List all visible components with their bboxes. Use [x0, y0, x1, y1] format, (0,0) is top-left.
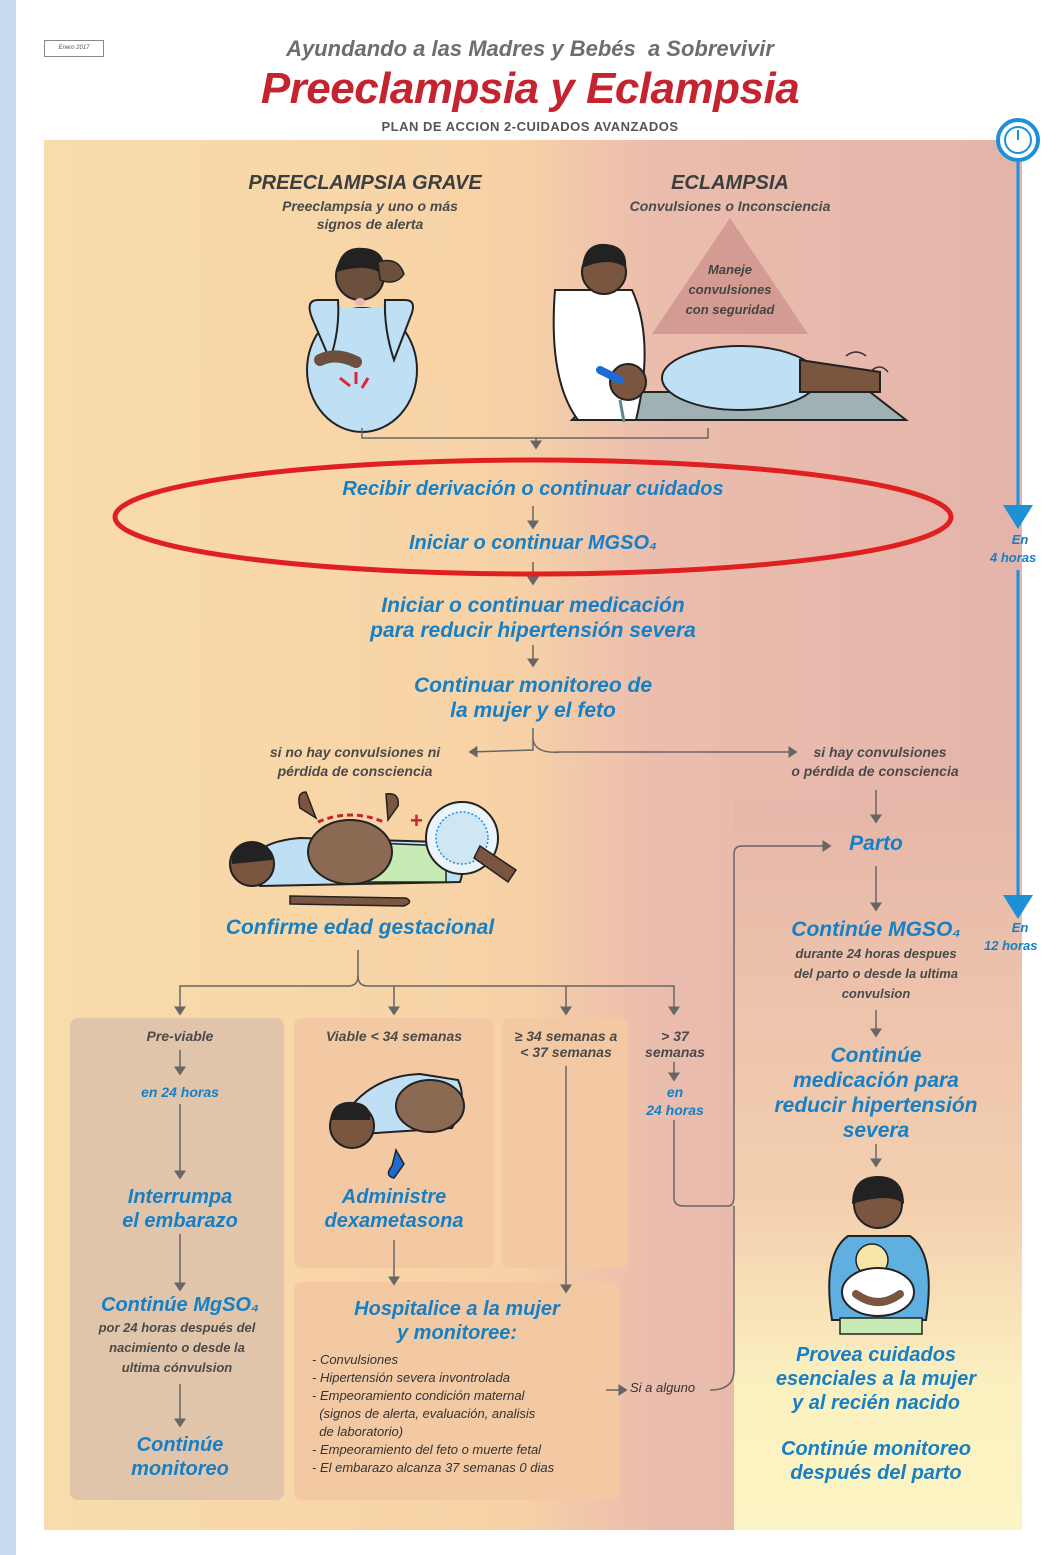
hospital-item-5: de laboratorio) [312, 1424, 404, 1439]
care-1: Provea cuidados [795, 1344, 957, 1366]
supertitle: Ayundando a las Madres y Bebés a Sobrevi… [286, 36, 774, 61]
col1-mgso4-title: Continúe MgSO₄ [101, 1294, 259, 1316]
col1-monitor-1: Continúe [136, 1434, 224, 1456]
interrupt-pregnancy-2: el embarazo [122, 1210, 238, 1232]
page-subtitle: PLAN DE ACCION 2-CUIDADOS AVANZADOS [381, 119, 679, 134]
step-hypertension-2: para reducir hipertensión severa [370, 619, 696, 642]
hospital-title-1: Hospitalice a la mujer [354, 1298, 560, 1320]
term-label-1: > 37 [661, 1028, 689, 1044]
term-time-1: en [666, 1084, 684, 1100]
warning-text-2: convulsiones [688, 282, 772, 297]
timeline-label-4h-2: 4 horas [990, 550, 1037, 565]
step-hypertension-1: Iniciar o continuar medicación [381, 594, 685, 617]
preeclampsia-title: PREECLAMPSIA GRAVE [248, 172, 482, 194]
late-preterm-panel [502, 1018, 628, 1268]
step-receive-referral: Recibir derivación o continuar cuidados [342, 478, 724, 500]
confirm-gestational-age: Confirme edad gestacional [225, 916, 495, 939]
branch-no-convulsions-1: si no hay convulsiones ni [269, 744, 441, 760]
postpartum-monitor-1: Continúe monitoreo [781, 1438, 971, 1460]
postpartum-monitor-2: después del parto [790, 1462, 962, 1484]
right-med-4: severa [842, 1119, 910, 1142]
late-preterm-label-2: < 37 semanas [520, 1044, 612, 1060]
nurse-convulsion-illustration [552, 243, 909, 423]
dexamethasone-illustration [329, 1072, 465, 1179]
date-box: Enero 2017 [44, 40, 104, 57]
hospital-title-2: y monitoree: [396, 1322, 518, 1344]
late-preterm-label-1: ≥ 34 semanas a [514, 1028, 618, 1044]
step-monitor-2: la mujer y el feto [450, 699, 616, 722]
date-label: Enero 2017 [58, 45, 90, 51]
warning-text-1: Maneje [707, 262, 753, 277]
page-title: Preeclampsia y Eclampsia [260, 64, 800, 113]
right-med-3: reducir hipertensión [774, 1094, 978, 1117]
hospital-panel [294, 1282, 620, 1500]
col1-mgso4-desc-3: ultima cónvulsion [121, 1360, 233, 1375]
right-mgso4-desc-3: convulsion [841, 986, 911, 1001]
red-annotation-ellipse [112, 457, 954, 577]
right-mgso4-title: Continúe MGSO₄ [791, 918, 961, 941]
col1-mgso4-desc-2: nacimiento o desde la [109, 1340, 245, 1355]
branch-convulsions-1: si hay convulsiones [813, 744, 947, 760]
gestational-age-illustration: + [229, 791, 518, 907]
right-mgso4-desc-2: del parto o desde la ultima [794, 966, 958, 981]
branch-no-convulsions-2: pérdida de consciencia [277, 763, 433, 779]
clock-icon [996, 118, 1040, 162]
preeclampsia-desc-1: Preeclampsia y uno o más [282, 198, 458, 214]
timeline-label-12h-1: En [1011, 920, 1029, 935]
hospital-item-4: (signos de alerta, evaluación, analisis [312, 1406, 536, 1421]
viable-panel [294, 1018, 494, 1268]
dexamethasone-1: Administre [341, 1186, 447, 1208]
branch-convulsions-2: o pérdida de consciencia [791, 763, 959, 779]
interrupt-pregnancy-1: Interrumpa [127, 1186, 233, 1208]
hospital-item-7: - El embarazo alcanza 37 semanas 0 dias [312, 1460, 555, 1475]
preeclampsia-desc-2: signos de alerta [316, 216, 424, 232]
term-time-2: 24 horas [646, 1102, 704, 1118]
previable-time: en 24 horas [141, 1084, 219, 1100]
col1-monitor-2: monitoreo [131, 1458, 229, 1480]
timeline-label-12h-2: 12 horas [984, 938, 1038, 953]
warning-text-3: con seguridad [685, 302, 775, 317]
mother-baby-illustration [828, 1176, 930, 1335]
care-2: esenciales a la mujer [775, 1368, 977, 1390]
svg-text:+: + [410, 808, 423, 833]
parto-label: Parto [849, 832, 903, 855]
term-label-2: semanas [645, 1044, 705, 1060]
col1-mgso4-desc-1: por 24 horas después del [98, 1320, 256, 1335]
step-monitor-1: Continuar monitoreo de [414, 674, 652, 697]
woman-headache-illustration [306, 247, 418, 433]
if-any-label: Si a alguno [630, 1380, 696, 1395]
eclampsia-title: ECLAMPSIA [671, 172, 789, 194]
previable-label: Pre-viable [146, 1028, 214, 1044]
warning-triangle-icon [652, 218, 808, 334]
hospital-item-2: - Hipertensión severa invontrolada [312, 1370, 510, 1385]
hospital-item-6: - Empeoramiento del feto o muerte fetal [312, 1442, 542, 1457]
timeline-label-4h-1: En [1011, 532, 1029, 547]
dexamethasone-2: dexametasona [324, 1210, 464, 1232]
right-mgso4-desc-1: durante 24 horas despues [795, 946, 957, 961]
right-med-2: medicación para [793, 1069, 959, 1092]
hospital-item-3: - Empeoramiento condición maternal [312, 1388, 525, 1403]
care-3: y al recién nacido [792, 1392, 960, 1414]
hospital-item-1: - Convulsiones [312, 1352, 398, 1367]
eclampsia-desc: Convulsiones o Inconsciencia [629, 198, 831, 214]
right-med-1: Continúe [830, 1044, 922, 1067]
viable-label: Viable < 34 semanas [325, 1028, 463, 1044]
step-start-mgso4: Iniciar o continuar MGSO₄ [408, 532, 658, 554]
